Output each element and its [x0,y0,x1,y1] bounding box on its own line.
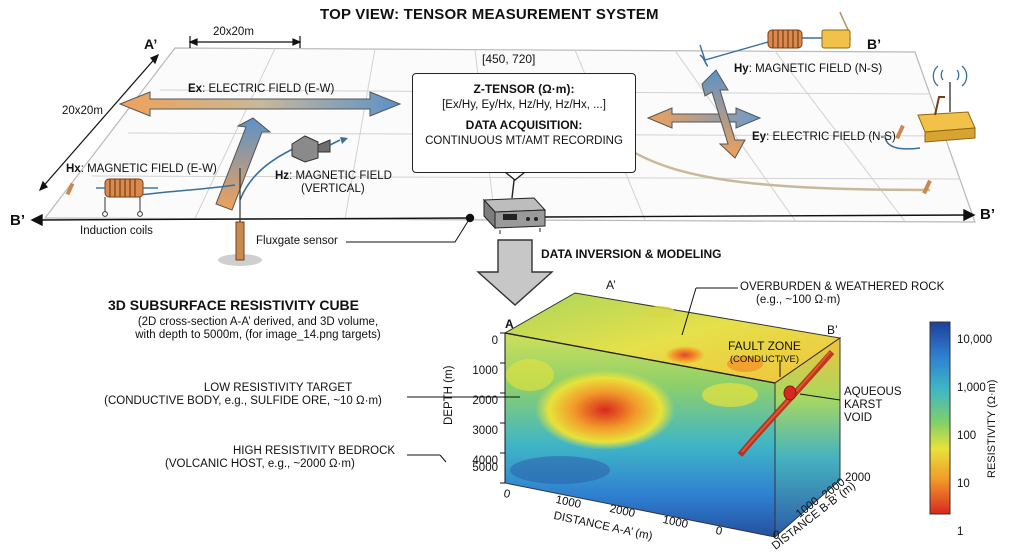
ex-label: Ex: ELECTRIC FIELD (E-W) [188,83,334,96]
ey-remote-station [895,65,976,195]
fault-zone-line-1: FAULT ZONE [728,339,801,353]
overburden-line-2: (e.g., ~100 Ω·m) [756,294,841,306]
resistivity-colorbar [929,321,951,515]
colorbar-tick: 10 [957,478,970,490]
depth-tick: 3000 [472,425,498,437]
ex-electric-field-arrow [118,91,402,117]
depth-ticks: 0 1000 2000 3000 4000 [470,326,498,476]
hx-description: : MAGNETIC FIELD (E-W) [80,163,217,175]
station-coordinates: [450, 720] [482,52,536,66]
ex-description: : ELECTRIC FIELD (E-W) [202,83,335,95]
inversion-down-arrow [476,239,554,306]
inversion-label: DATA INVERSION & MODELING [541,247,722,261]
corner-b-prime-top-label: B’ [867,36,881,52]
z-tensor-components: [Ex/Hy, Ey/Hx, Hz/Hy, Hz/Hx, ...] [442,99,606,111]
y-tick: 0 [773,530,780,542]
ey-description: : ELECTRIC FIELD (N-S) [766,131,896,143]
hx-label: Hx: MAGNETIC FIELD (E-W) [66,163,217,176]
colorbar-label: RESISTIVITY (Ω·m) [986,379,998,478]
ey-electric-field-arrow [646,107,762,129]
fluxgate-sensor-label: Fluxgate sensor [256,235,338,247]
corner-b-prime-right-label: B’ [980,206,995,223]
hz-label: Hz: MAGNETIC FIELD(VERTICAL) [275,170,392,196]
fault-zone-line-2: (CONDUCTIVE) [729,354,800,365]
low-res-line-2: (CONDUCTIVE BODY, e.g., SULFIDE ORE, ~10… [104,395,382,407]
karst-line-2: KARST [844,399,883,411]
data-acquisition-title: DATA ACQUISITION: [465,118,583,132]
data-acquisition-detail: CONTINUOUS MT/AMT RECORDING [425,135,623,147]
cube-corner-b-prime: B’ [827,323,838,337]
ex-vertical-arrow [215,117,272,211]
high-res-line-2: (VOLCANIC HOST, e.g., ~2000 Ω·m) [165,458,355,470]
hy-prefix: Hy [734,63,749,75]
depth-tick: 2000 [472,395,498,407]
karst-void-label: AQUEOUS KARST VOID [844,386,902,425]
fluxgate-leader [346,217,471,243]
high-res-line-1: HIGH RESISTIVITY BEDROCK [233,445,396,457]
cube-corner-a-prime: A’ [606,278,616,292]
resistivity-cube [500,292,842,539]
cube-subtitle: (2D cross-section A-A’ derived, and 3D v… [108,316,408,342]
hx-induction-coil [65,178,158,217]
cube-subtitle-line-1: (2D cross-section A-A’ derived, and 3D v… [137,316,379,328]
top-view-title: TOP VIEW: TENSOR MEASUREMENT SYSTEM [320,6,659,23]
high-resistivity-label: HIGH RESISTIVITY BEDROCK (VOLCANIC HOST,… [165,445,395,471]
grid-dimension-top [188,36,302,48]
karst-line-3: VOID [844,412,873,424]
data-logger-device [482,197,547,234]
ey-prefix: Ey [752,131,767,143]
colorbar-tick: 1 [957,526,964,538]
grid-size-left-label: 20x20m [62,105,103,117]
corner-a-prime-label: A’ [144,36,158,52]
depth-axis-label: DEPTH (m) [443,365,455,425]
colorbar-ticks: 10,000 1,000 100 10 1 [957,316,992,556]
fault-zone-label: FAULT ZONE (CONDUCTIVE) [728,340,801,366]
cube-corner-a: A [505,317,514,331]
hz-sensor [291,135,348,163]
depth-tick: 1000 [472,365,498,377]
low-resistivity-label: LOW RESISTIVITY TARGET (CONDUCTIVE BODY,… [78,382,408,408]
fluxgate-sensor [218,168,262,266]
colorbar-tick: 100 [957,430,977,442]
corner-b-prime-left-label: B’ [10,212,25,229]
hy-description: : MAGNETIC FIELD (N-S) [748,63,883,75]
hx-prefix: Hx [66,163,81,175]
hy-label: Hy: MAGNETIC FIELD (N-S) [734,63,882,76]
hy-vertical-arrow [701,69,746,159]
depth-tick: 4000 [472,455,498,467]
colorbar-tick: 1,000 [957,382,986,394]
cube-subtitle-line-2: with depth to 5000m, (for image_14.png t… [135,329,381,341]
z-tensor-box: Z-TENSOR (Ω·m): [Ex/Hy, Ey/Hx, Hz/Hy, Hz… [412,73,636,173]
hz-prefix: Hz [275,170,290,182]
ex-prefix: Ex [188,83,203,95]
b-b-axis-arrow [30,208,976,227]
y-tick: 2000 [845,472,871,484]
z-tensor-title: Z-TENSOR (Ω·m): [473,82,575,96]
overburden-label: OVERBURDEN & WEATHERED ROCK (e.g., ~100 … [740,281,944,307]
cube-leader-lines [407,287,841,463]
grid-size-top-label: 20x20m [213,26,254,38]
induction-coils-label: Induction coils [80,225,153,237]
sensor-cables [139,11,931,201]
depth-tick: 5000 [472,462,498,474]
hz-description: : MAGNETIC FIELD [289,170,392,182]
cube-title: 3D SUBSURFACE RESISTIVITY CUBE [108,297,360,313]
karst-line-1: AQUEOUS [844,386,902,398]
ey-label: Ey: ELECTRIC FIELD (N-S) [752,131,896,144]
overburden-line-1: OVERBURDEN & WEATHERED ROCK [740,281,945,293]
hy-induction-coil [767,29,851,49]
depth-tick: 0 [491,335,498,347]
low-res-line-1: LOW RESISTIVITY TARGET [203,382,353,394]
colorbar-tick: 10,000 [957,334,993,346]
hz-description-2: (VERTICAL) [301,183,365,195]
grid-dimension-left [38,53,160,192]
